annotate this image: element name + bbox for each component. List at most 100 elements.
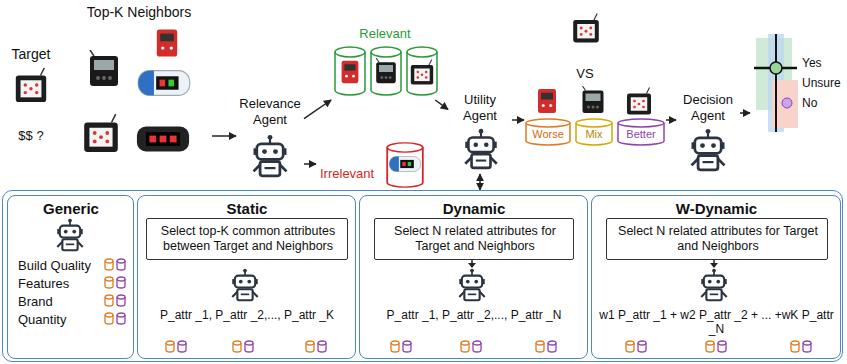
score-cylinders (117, 313, 125, 324)
flow-arrow (479, 174, 481, 190)
mix-cylinder: Mix (575, 118, 613, 146)
product-images (573, 14, 599, 43)
score-cylinders (403, 341, 411, 352)
decision-chart (775, 34, 777, 132)
product-images (583, 86, 604, 113)
product-images (84, 114, 118, 152)
node-label: P_attr _1, P_attr _2,..., P_attr _K (142, 308, 352, 322)
node-label: Static (138, 200, 356, 218)
product-images (342, 61, 359, 83)
agent-box: Decision Agent (676, 92, 740, 174)
node-label: P_attr _1, P_attr _2,..., P_attr _N (364, 308, 584, 322)
agent-robot (254, 135, 287, 176)
product-images (16, 68, 46, 102)
product-images (389, 157, 420, 172)
agent-robot (459, 269, 485, 301)
node-label: Select top-K common attributes between T… (151, 224, 345, 254)
score-cylinders (803, 341, 811, 352)
score-cylinders (461, 341, 469, 352)
decision-chart: YesUnsureNo (750, 34, 844, 134)
agent-robot (232, 269, 258, 301)
node-label: Target (2, 46, 60, 63)
node-label: W-Dynamic (592, 200, 841, 218)
method-box: StaticP_attr _1, P_attr _2,..., P_attr _… (137, 195, 356, 359)
cylinder-outline (576, 123, 612, 145)
node-label: $$ ? (2, 128, 60, 144)
flow-arrow (666, 119, 676, 121)
score-cylinders (626, 341, 634, 352)
node-label: w1 P_attr _1 + w2 P_attr _2 + ... +wK P_… (596, 308, 837, 337)
score-cylinders (105, 277, 113, 288)
group-cylinders (371, 47, 401, 95)
cylinder-outline (526, 123, 570, 145)
node-label: Unsure (802, 76, 844, 90)
node-label: Build Quality (18, 258, 108, 274)
score-cylinders (391, 341, 399, 352)
method-box: GenericBuild QualityFeaturesBrandQuantit… (7, 195, 134, 359)
product-images (411, 59, 433, 84)
score-cylinders (473, 341, 481, 352)
score-cylinders (117, 259, 125, 270)
flow-arrow (304, 100, 331, 119)
score-cylinders (318, 341, 326, 352)
decision-chart (782, 98, 792, 108)
node-label: Irrelevant (320, 166, 386, 182)
agent-robot (465, 129, 497, 168)
score-cylinders (105, 259, 811, 352)
cylinder-outline (526, 119, 570, 127)
flow-arrow (304, 163, 316, 165)
node-label: Better (617, 128, 665, 141)
down-arrow (468, 259, 718, 268)
agent-robot (57, 219, 83, 251)
node-label: Utility Agent (448, 92, 512, 123)
node-label: Brand (18, 294, 108, 310)
score-cylinders (178, 341, 186, 352)
irrelevant-group: Irrelevant (316, 140, 428, 190)
flow-arrow (212, 135, 236, 137)
agent-robot (57, 129, 727, 300)
flow-arrow (740, 112, 750, 114)
node-label: Generic (8, 200, 134, 218)
cylinder-outline (576, 119, 612, 127)
product-images (138, 71, 190, 96)
score-cylinders (117, 295, 125, 306)
product-images (627, 88, 651, 115)
score-cylinders (105, 295, 113, 306)
down-arrow (468, 263, 476, 268)
agent-box: Utility Agent (448, 92, 512, 174)
product-images (137, 127, 189, 152)
product-images (538, 89, 556, 113)
node-label: Dynamic (360, 200, 588, 218)
node-label: Decision Agent (676, 92, 740, 123)
worse-cylinder: Worse (525, 118, 571, 146)
prompt-box: Select N related attributes for Target a… (374, 218, 574, 260)
score-cylinders (117, 277, 125, 288)
score-cylinders (306, 341, 314, 352)
node-label: Quantity (18, 312, 108, 328)
group-cylinders (387, 143, 423, 187)
group-cylinders (335, 47, 365, 95)
down-arrow (710, 263, 718, 268)
cylinder-outline (618, 119, 664, 127)
score-cylinders (536, 341, 544, 352)
decision-chart (754, 34, 798, 132)
score-cylinders (638, 341, 646, 352)
node-label: No (802, 96, 844, 110)
score-cylinders (548, 341, 556, 352)
node-label: Relevant (328, 26, 442, 42)
score-cylinders (791, 341, 799, 352)
node-label: VS (570, 66, 600, 82)
score-cylinders (718, 341, 726, 352)
flow-arrow (435, 100, 448, 109)
group-cylinders (407, 47, 437, 95)
node-label: Select N related attributes for Target a… (379, 224, 571, 254)
product-images (90, 50, 118, 86)
relevant-group: Relevant (328, 26, 442, 100)
node-label: Features (18, 276, 108, 292)
comparison-group: VS WorseMix Better (524, 6, 666, 148)
node-label: Top-K Neighbors (66, 4, 212, 21)
method-box: DynamicP_attr _1, P_attr _2,..., P_attr … (359, 195, 588, 359)
node-label: Select N related attributes for Target a… (611, 224, 825, 254)
product-images (157, 29, 177, 56)
